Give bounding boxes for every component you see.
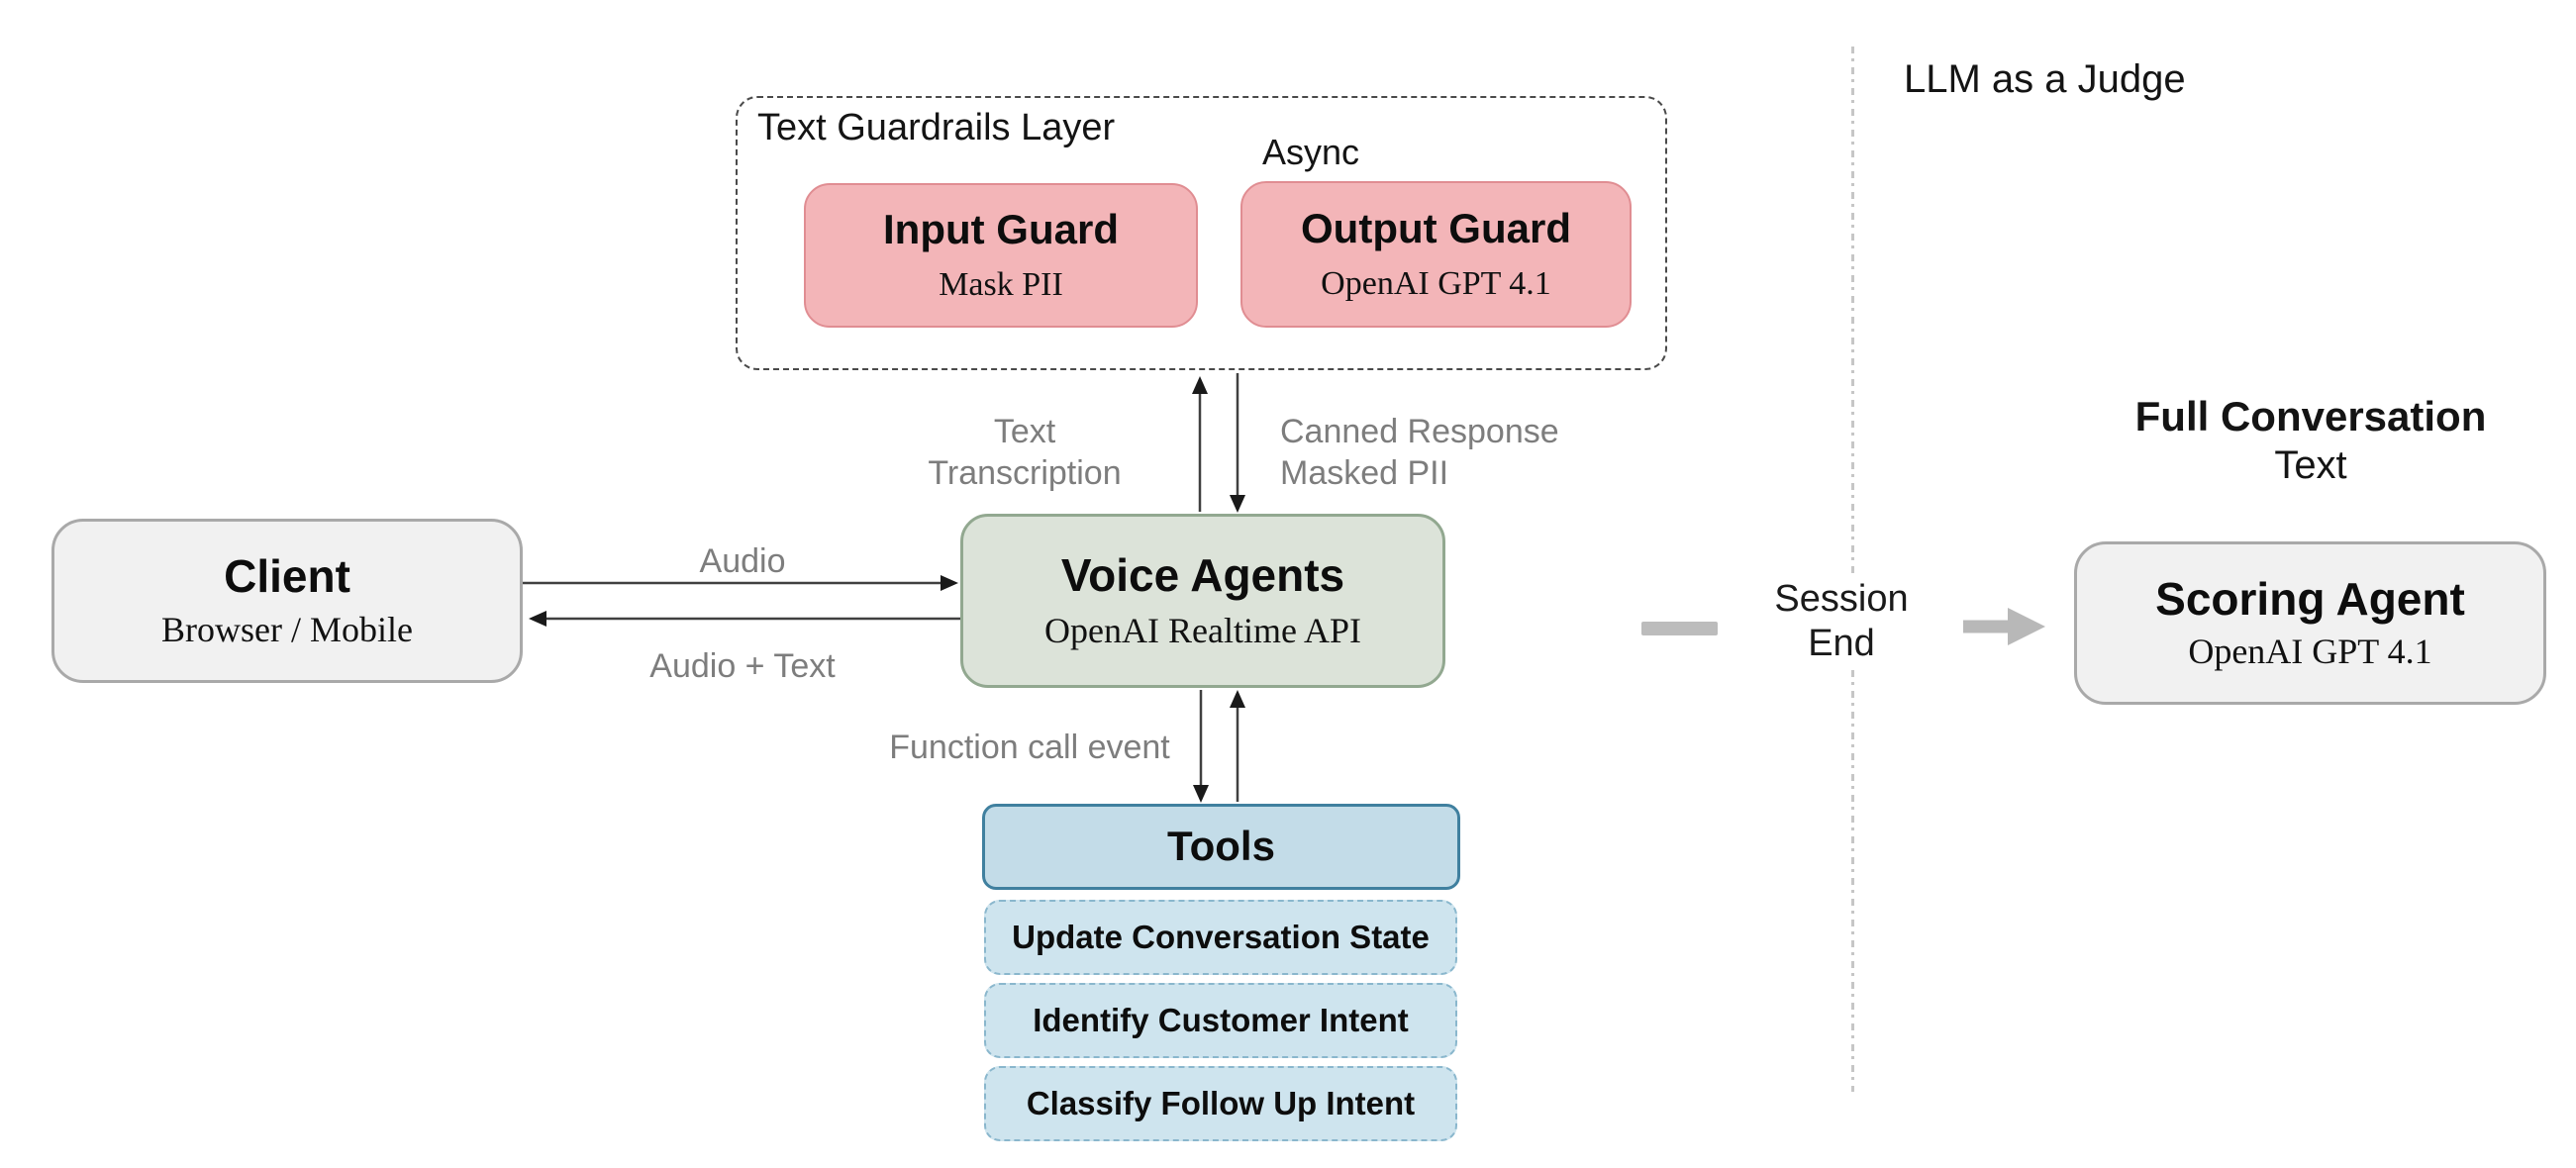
session-end-label: Session End [1742, 577, 1940, 666]
text-transcription-line2: Transcription [928, 454, 1122, 492]
llm-as-a-judge-header: LLM as a Judge [1904, 57, 2186, 101]
session-end-line1: Session [1774, 578, 1909, 620]
input-guard-subtitle: Mask PII [939, 265, 1063, 303]
function-call-event-label: Function call event [889, 729, 1170, 766]
canned-response-line1: Canned Response [1280, 413, 1559, 450]
canned-response-down-arrow [1230, 373, 1245, 513]
voice-agents-node: Voice Agents OpenAI Realtime API [960, 514, 1445, 688]
audio-text-arrow [529, 611, 960, 627]
voice-agents-subtitle: OpenAI Realtime API [1044, 610, 1361, 650]
tool-item-identify-customer-intent: Identify Customer Intent [984, 983, 1457, 1058]
tools-title: Tools [1167, 823, 1275, 870]
function-call-up-arrow [1230, 690, 1245, 802]
scoring-agent-subtitle: OpenAI GPT 4.1 [2188, 632, 2432, 672]
canned-response-flow-label: Canned Response Masked PII [1280, 411, 1607, 494]
text-transcription-flow-label: Text Transcription [901, 411, 1148, 494]
input-guard-node: Input Guard Mask PII [804, 183, 1198, 328]
voice-agents-title: Voice Agents [1060, 549, 1345, 601]
tool-item-update-conversation-state: Update Conversation State [984, 900, 1457, 975]
output-guard-subtitle: OpenAI GPT 4.1 [1321, 264, 1551, 302]
scoring-agent-title: Scoring Agent [2155, 572, 2465, 625]
client-subtitle: Browser / Mobile [161, 609, 413, 649]
text-transcription-line1: Text [993, 413, 1056, 450]
input-guard-title: Input Guard [883, 206, 1119, 253]
full-conversation-line2: Text [2274, 443, 2347, 487]
tools-node: Tools [982, 804, 1460, 890]
tool-item-classify-follow-up-intent: Classify Follow Up Intent [984, 1066, 1457, 1141]
text-guardrails-layer-label: Text Guardrails Layer [757, 107, 1116, 148]
async-label: Async [1261, 132, 1360, 172]
function-call-down-arrow [1193, 690, 1209, 803]
audio-flow-label: Audio [699, 542, 786, 580]
client-node: Client Browser / Mobile [51, 519, 523, 683]
scoring-agent-node: Scoring Agent OpenAI GPT 4.1 [2074, 541, 2546, 705]
text-guardrails-layer-box [736, 96, 1667, 370]
canned-response-line2: Masked PII [1280, 454, 1449, 492]
output-guard-node: Output Guard OpenAI GPT 4.1 [1240, 181, 1632, 328]
session-end-line2: End [1808, 623, 1875, 664]
client-title: Client [224, 550, 350, 602]
full-conversation-label: Full Conversation Text [2073, 392, 2548, 489]
audio-text-flow-label: Audio + Text [649, 647, 836, 685]
section-divider [1851, 47, 1854, 1092]
output-guard-title: Output Guard [1301, 205, 1571, 252]
session-end-arrow [1963, 608, 2045, 645]
transcription-up-arrow [1192, 376, 1208, 512]
full-conversation-line1: Full Conversation [2134, 393, 2487, 439]
session-end-dash [1641, 622, 1718, 635]
